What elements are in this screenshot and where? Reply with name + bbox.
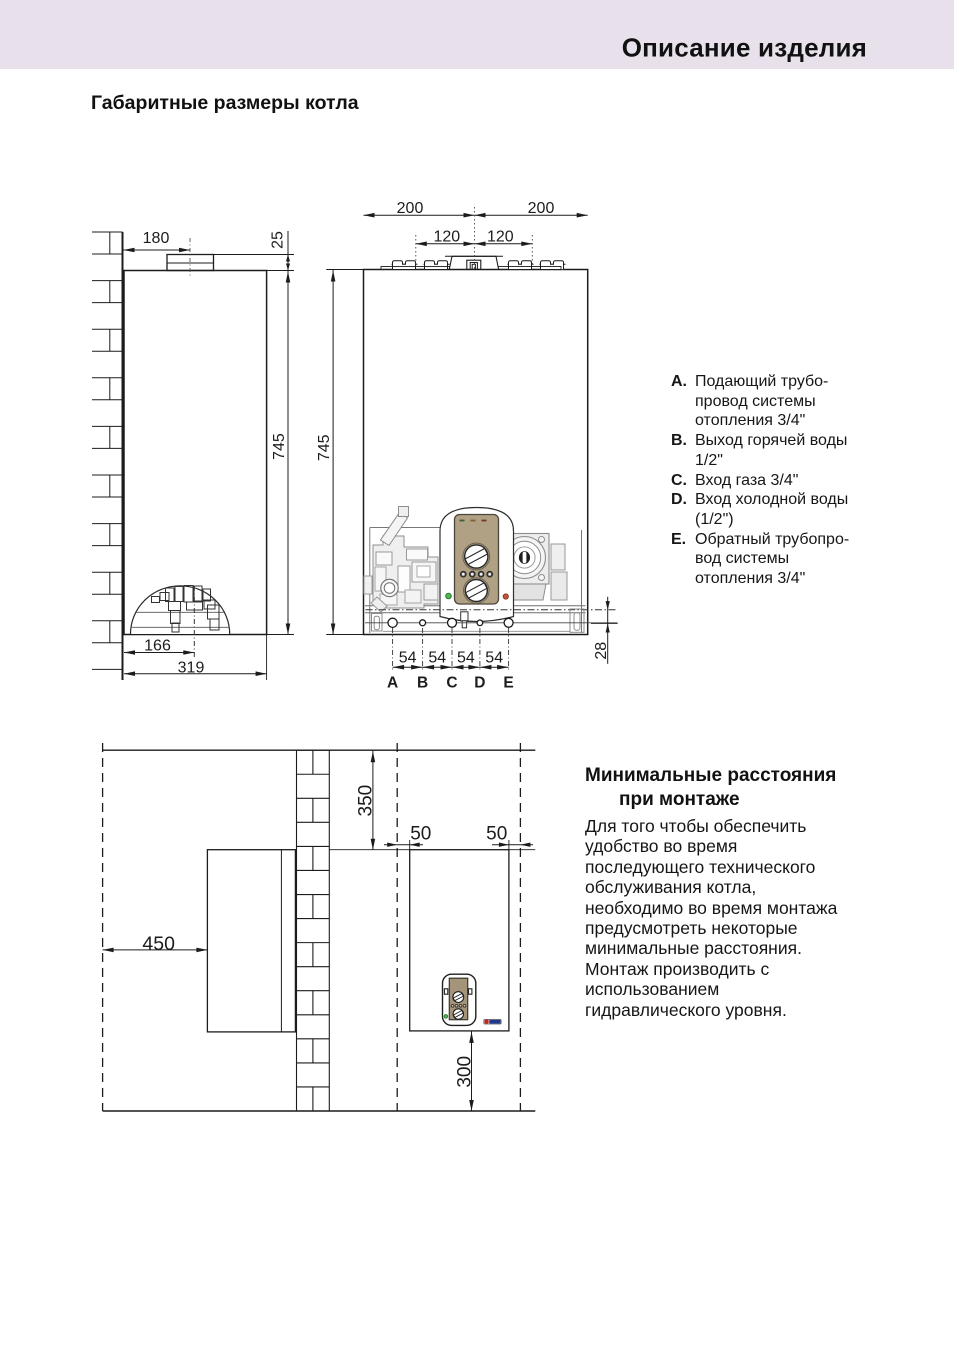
- svg-text:A: A: [387, 675, 398, 692]
- svg-text:200: 200: [397, 200, 424, 217]
- svg-text:50: 50: [410, 824, 431, 845]
- svg-text:E: E: [503, 675, 513, 692]
- svg-text:300: 300: [454, 1056, 475, 1088]
- svg-text:120: 120: [433, 228, 460, 245]
- svg-text:54: 54: [428, 650, 446, 667]
- svg-text:54: 54: [457, 650, 475, 667]
- svg-text:319: 319: [178, 659, 205, 676]
- svg-text:200: 200: [528, 200, 555, 217]
- svg-text:D: D: [474, 675, 485, 692]
- svg-text:28: 28: [593, 642, 610, 660]
- svg-text:C: C: [446, 675, 457, 692]
- svg-text:54: 54: [399, 650, 417, 667]
- svg-text:745: 745: [316, 434, 333, 461]
- svg-text:166: 166: [144, 638, 171, 655]
- svg-text:25: 25: [270, 231, 287, 249]
- svg-text:180: 180: [143, 230, 170, 247]
- svg-text:50: 50: [486, 824, 507, 845]
- svg-text:120: 120: [487, 228, 514, 245]
- svg-text:54: 54: [485, 650, 503, 667]
- svg-text:450: 450: [142, 933, 175, 955]
- svg-text:745: 745: [271, 433, 288, 460]
- svg-text:350: 350: [355, 785, 376, 817]
- svg-text:B: B: [417, 675, 428, 692]
